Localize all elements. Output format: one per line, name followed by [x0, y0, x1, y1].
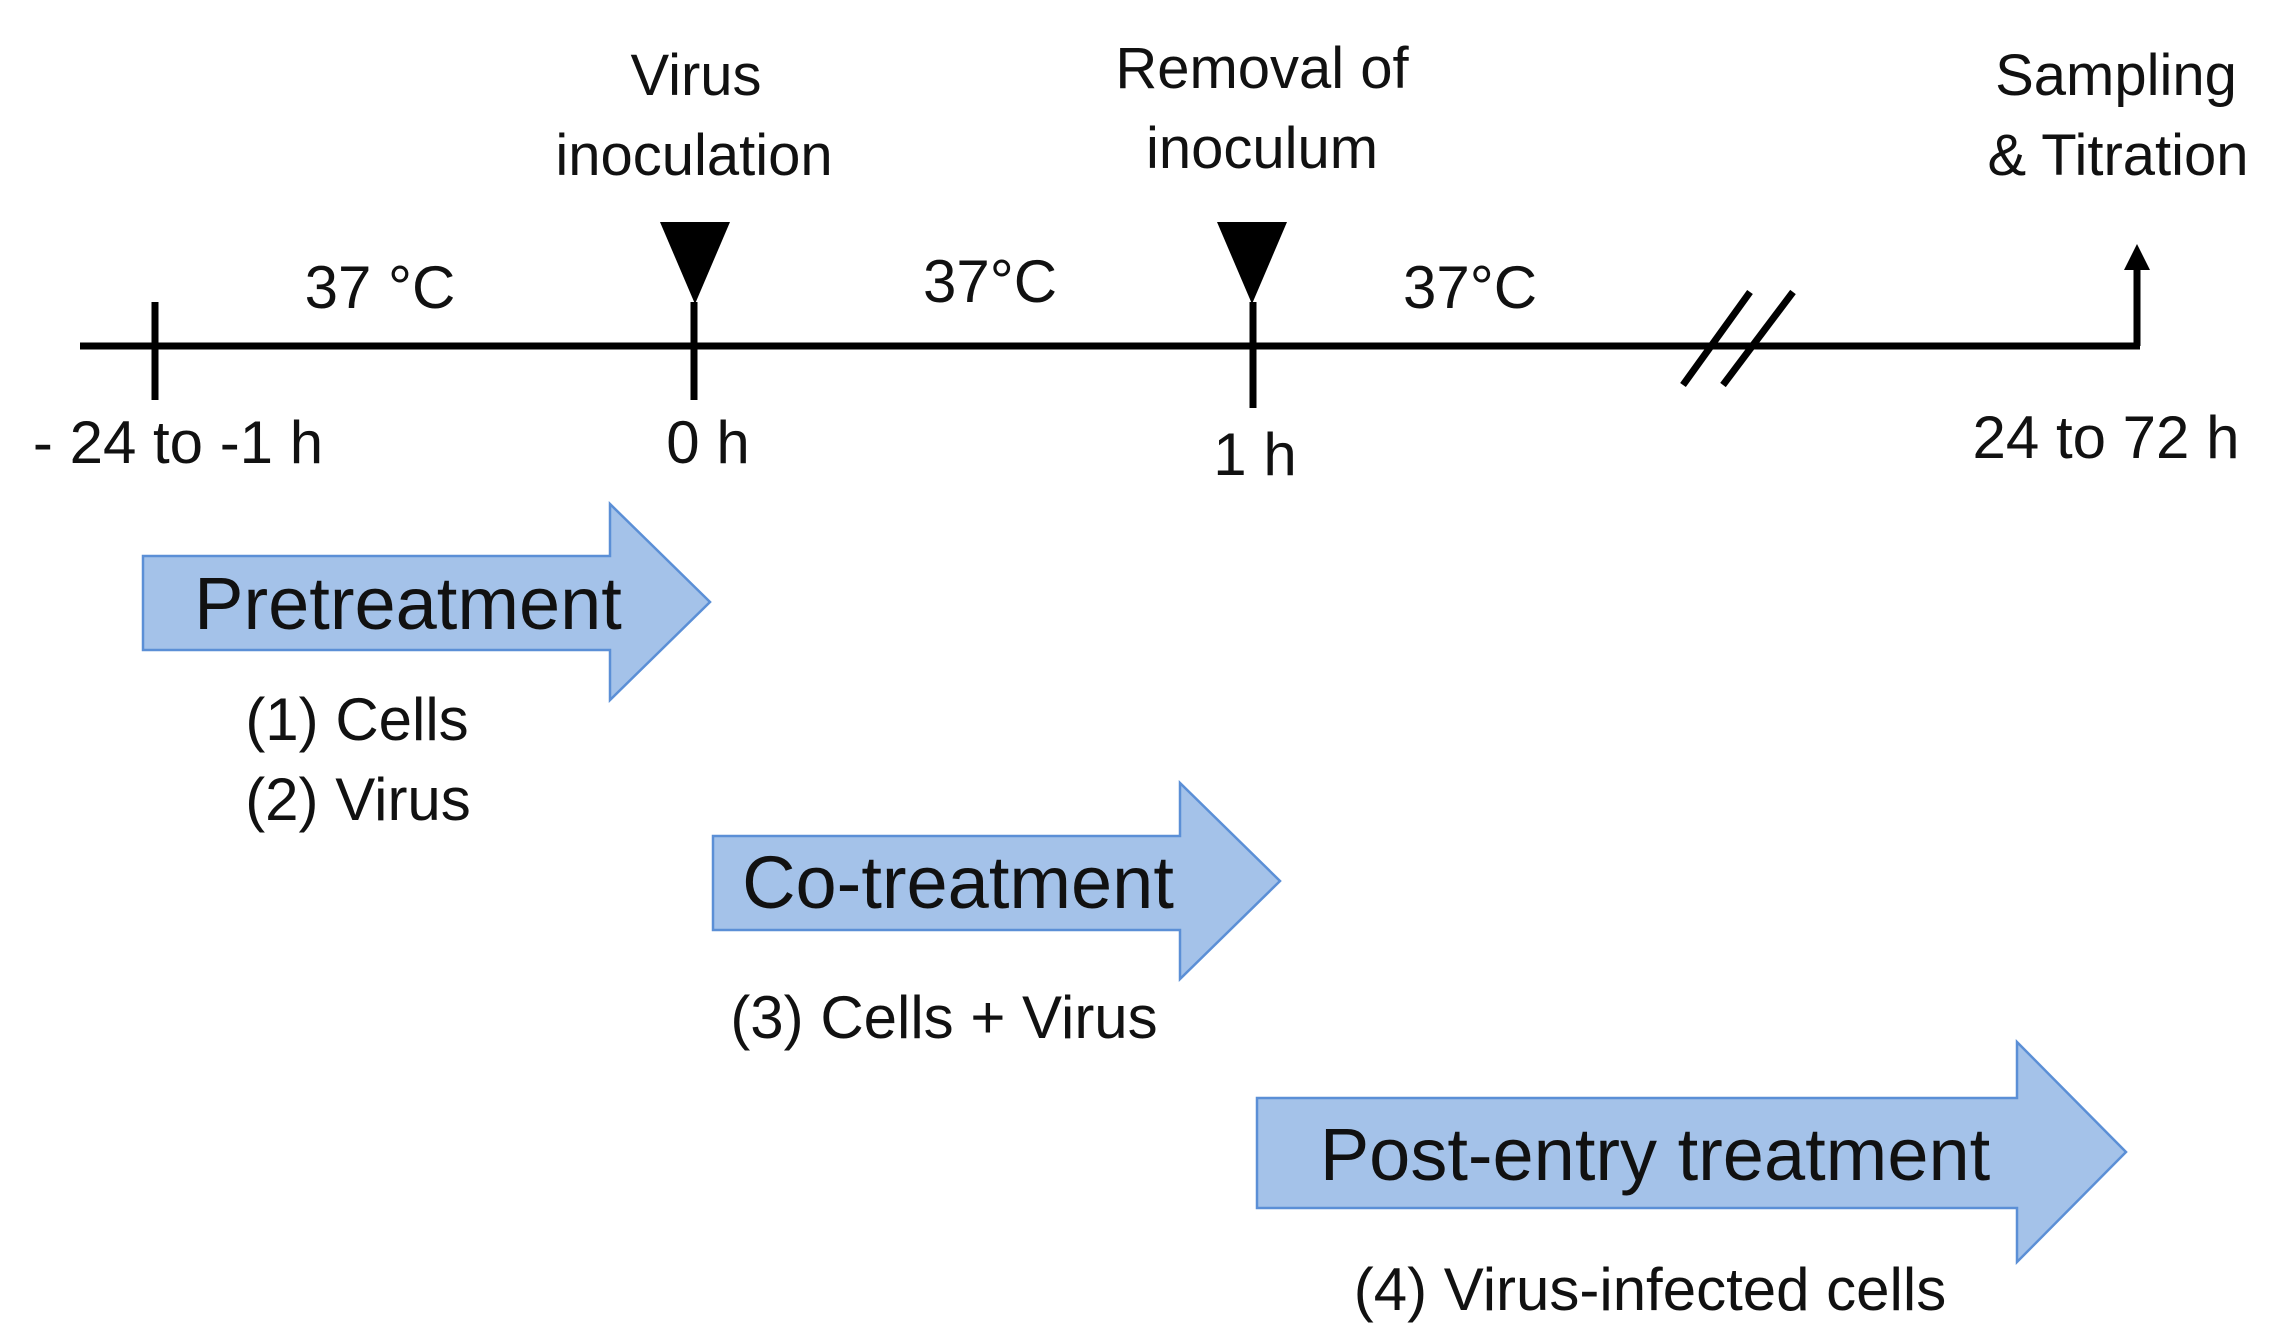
time-label-start: - 24 to -1 h	[33, 409, 323, 476]
event-sampling-line1: Sampling	[1995, 43, 2237, 108]
pretreatment-arrow	[141, 501, 712, 703]
event-sampling-line2: & Titration	[1987, 123, 2248, 188]
time-label-0h: 0 h	[666, 409, 749, 476]
axis-break-2	[1720, 289, 1796, 388]
triangle-marker-1h	[1217, 222, 1287, 304]
temperature-1: 37 °C	[305, 254, 456, 321]
cotreatment-label: Co-treatment	[742, 841, 1174, 924]
post-entry-label: Post-entry treatment	[1320, 1113, 1991, 1196]
cotreatment-arrow	[711, 780, 1282, 982]
pretreatment-label: Pretreatment	[194, 562, 622, 645]
axis-break-1	[1680, 289, 1753, 388]
pretreatment-detail-2: (2) Virus	[245, 766, 471, 833]
time-label-1h: 1 h	[1213, 421, 1296, 488]
temperature-2: 37°C	[923, 248, 1057, 315]
post-entry-detail-1: (4) Virus-infected cells	[1354, 1256, 1946, 1323]
post-entry-arrow	[1255, 1038, 2128, 1266]
event-virus-line1: Virus	[630, 43, 761, 108]
temperature-3: 37°C	[1403, 254, 1537, 321]
pretreatment-detail-1: (1) Cells	[245, 686, 468, 753]
triangle-marker-0h	[660, 222, 730, 304]
event-virus-line2: inoculation	[555, 123, 832, 188]
cotreatment-detail-1: (3) Cells + Virus	[730, 984, 1157, 1051]
event-removal-line1: Removal of	[1115, 36, 1409, 101]
time-label-end: 24 to 72 h	[1973, 404, 2240, 471]
event-removal-line2: inoculum	[1146, 116, 1378, 181]
end-arrow-icon	[2124, 244, 2150, 270]
